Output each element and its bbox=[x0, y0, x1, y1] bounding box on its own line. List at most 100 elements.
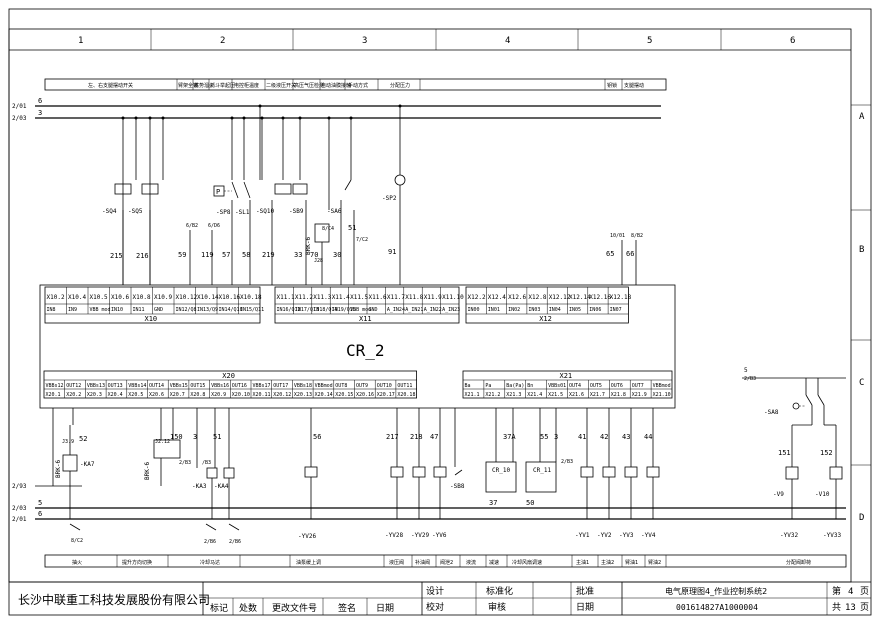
terminal-name: GND bbox=[154, 307, 163, 313]
svg-text:52: 52 bbox=[79, 435, 87, 443]
terminal-id: X11.2 bbox=[295, 294, 313, 301]
terminal-id: X12.8 bbox=[528, 294, 546, 301]
header-cell: 支腿摆动 bbox=[624, 82, 644, 89]
terminal-name: IN01 bbox=[488, 307, 500, 313]
terminal-name: A_IN24 bbox=[387, 307, 405, 313]
svg-text:-KA3: -KA3 bbox=[192, 483, 207, 490]
terminal-strip-x12: X12X12.2IN00X12.4IN01X12.6IN02X12.8IN03X… bbox=[465, 286, 632, 324]
limit-switch-sq4: -SQ4 bbox=[102, 183, 132, 215]
terminal-id: X10.4 bbox=[68, 294, 86, 301]
svg-text:-SB8: -SB8 bbox=[450, 483, 465, 490]
terminal-id: X11.10 bbox=[442, 294, 464, 301]
terminal-name: VBBs12 bbox=[46, 383, 64, 389]
svg-text:BRK-6: BRK-6 bbox=[144, 462, 151, 480]
svg-text:6/D6: 6/D6 bbox=[208, 223, 220, 229]
svg-text:-YV32: -YV32 bbox=[780, 532, 798, 539]
bus-ref: 2/03 bbox=[12, 115, 27, 122]
bus-label: 5 bbox=[38, 499, 42, 507]
svg-text:42: 42 bbox=[600, 433, 608, 441]
svg-text:37A: 37A bbox=[503, 433, 516, 441]
svg-text:J2.12: J2.12 bbox=[155, 439, 170, 445]
svg-text:215: 215 bbox=[110, 252, 123, 260]
header-cell: 钥锁 bbox=[607, 82, 617, 89]
terminal-name: IN9 bbox=[68, 307, 77, 313]
svg-text:219: 219 bbox=[262, 251, 275, 259]
terminal-name: VBBs18 bbox=[294, 383, 312, 389]
svg-text:33: 33 bbox=[294, 251, 302, 259]
terminal-id: X10.6 bbox=[111, 294, 129, 301]
svg-text:2/B6: 2/B6 bbox=[204, 539, 216, 545]
terminal-id: X10.8 bbox=[133, 294, 151, 301]
svg-text:-SQ5: -SQ5 bbox=[128, 208, 143, 215]
terminal-name: Ba(Pa) bbox=[506, 383, 524, 389]
row-label: D bbox=[859, 513, 864, 523]
terminal-name: VBBmod bbox=[653, 383, 671, 389]
svg-text:151: 151 bbox=[778, 449, 791, 457]
terminal-id: X12.4 bbox=[488, 294, 506, 301]
svg-text:共: 共 bbox=[832, 602, 841, 613]
svg-text:-SQ10: -SQ10 bbox=[256, 208, 274, 215]
svg-text:-SQ4: -SQ4 bbox=[102, 208, 117, 215]
footer-cell: 臂油2 bbox=[648, 559, 661, 566]
terminal-id: X10.18 bbox=[240, 294, 262, 301]
col-label: 2 bbox=[220, 36, 225, 46]
terminal-name: VBBs15 bbox=[170, 383, 188, 389]
svg-text:处数: 处数 bbox=[239, 602, 257, 614]
svg-text:56: 56 bbox=[313, 433, 321, 441]
terminal-name: OUT8 bbox=[335, 383, 347, 389]
terminal-name: VBBs17 bbox=[253, 383, 271, 389]
footer-cell: 液流 bbox=[466, 559, 476, 566]
terminal-name: OUT4 bbox=[569, 383, 581, 389]
svg-text:4: 4 bbox=[848, 587, 853, 597]
terminal-id: X20.1 bbox=[46, 392, 61, 398]
svg-text:-YV29: -YV29 bbox=[411, 532, 429, 539]
strip-label: X10 bbox=[145, 315, 158, 323]
footer-cell: 补油阀 bbox=[415, 559, 430, 566]
terminal-name: IN14/Q10 bbox=[219, 307, 243, 313]
col-label: 1 bbox=[78, 36, 83, 46]
svg-text:J28: J28 bbox=[314, 258, 323, 264]
terminal-id: X10.9 bbox=[154, 294, 172, 301]
terminal-name: IN00 bbox=[468, 307, 480, 313]
svg-text:BRK-6: BRK-6 bbox=[305, 237, 312, 255]
svg-text:3: 3 bbox=[193, 433, 197, 441]
terminal-name: IN03 bbox=[528, 307, 540, 313]
terminal-name: VBBs16 bbox=[211, 383, 229, 389]
svg-text:-V9: -V9 bbox=[773, 491, 784, 498]
terminal-name: Bn bbox=[527, 383, 533, 389]
terminal-name: OUT6 bbox=[611, 383, 623, 389]
svg-text:50: 50 bbox=[526, 499, 534, 507]
terminal-id: X21.8 bbox=[611, 392, 626, 398]
svg-text:-KA7: -KA7 bbox=[80, 461, 95, 468]
column-ruler: 1 2 3 4 5 6 bbox=[78, 29, 795, 50]
terminal-id: X11.8 bbox=[405, 294, 423, 301]
svg-text:8/C4: 8/C4 bbox=[322, 226, 334, 232]
footer-cell: 阀泄2 bbox=[440, 559, 453, 566]
terminal-id: X20.4 bbox=[108, 392, 123, 398]
terminal-id: X11.4 bbox=[332, 294, 350, 301]
terminal-name: IN07 bbox=[610, 307, 622, 313]
svg-text:/B3: /B3 bbox=[202, 460, 211, 466]
terminal-name: VBBmod bbox=[315, 383, 333, 389]
bus-label: 3 bbox=[38, 109, 42, 117]
svg-text:51: 51 bbox=[213, 433, 221, 441]
row-label: C bbox=[859, 378, 864, 388]
terminal-id: X20.11 bbox=[253, 392, 271, 398]
terminal-id: X20.6 bbox=[149, 392, 164, 398]
footer-cell: 臂油1 bbox=[625, 559, 638, 566]
output-circuits: 52 J3.9 -KA7 BRK-6 8/C2 J2.12 150 BRK-6 … bbox=[52, 367, 846, 545]
footer-cell: 冷却马达 bbox=[200, 559, 220, 566]
header-strip: 左、右支腿摆动开关 臂架全锁 蓄势溜火 抓斗举起压 电控柜温度 二级液压开关 高… bbox=[44, 78, 667, 91]
header-cell: 左、右支腿摆动开关 bbox=[88, 82, 133, 89]
footer-cell: 主油1 bbox=[576, 559, 589, 566]
terminal-name: IN16/Q12 bbox=[277, 307, 301, 313]
bus-ref: 2/01 bbox=[12, 516, 27, 523]
header-cell: 高压气压检测 bbox=[294, 82, 324, 89]
svg-text:标准化: 标准化 bbox=[486, 585, 513, 597]
row-label: A bbox=[859, 112, 865, 122]
terminal-id: X21.1 bbox=[465, 392, 480, 398]
row-ruler: A B C D bbox=[851, 104, 871, 523]
level-switch-sl1: -SL1 bbox=[235, 181, 251, 216]
